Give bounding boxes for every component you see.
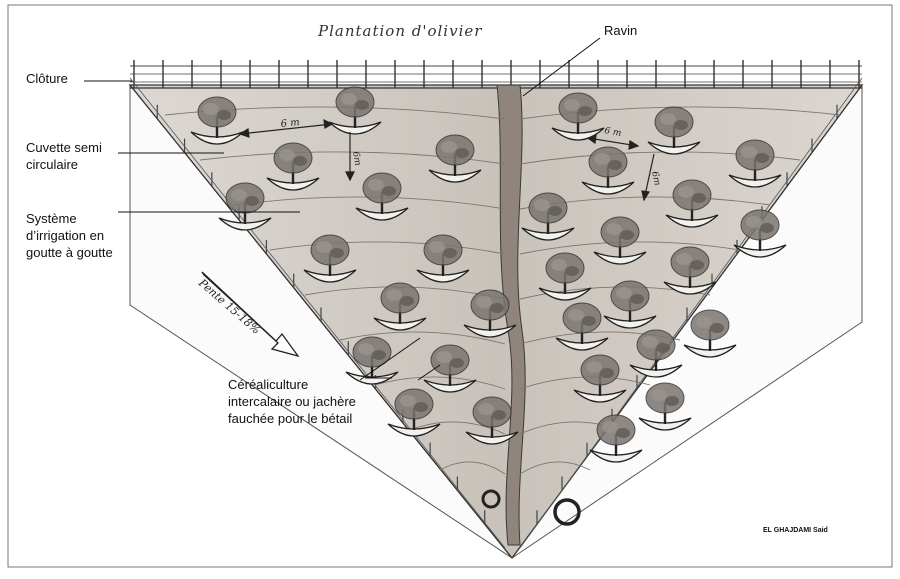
- olive-tree: [665, 179, 719, 228]
- olive-tree: [387, 388, 441, 437]
- olive-tree: [593, 216, 647, 265]
- contour-line: [439, 461, 591, 475]
- label-cereale: Céréaliculture intercalaire ou jachère f…: [228, 377, 356, 426]
- olive-tree: [555, 302, 609, 351]
- olive-tree: [373, 282, 427, 331]
- dim-label-1: 6 m: [280, 117, 300, 130]
- olive-tree: [303, 234, 357, 283]
- slope-arrow: [201, 271, 300, 358]
- olive-tree: [663, 246, 717, 295]
- dim-label-3: 6 m: [603, 126, 622, 139]
- olive-tree: [581, 146, 635, 195]
- olive-tree: [573, 354, 627, 403]
- olive-tree: [728, 139, 782, 188]
- olive-tree: [355, 172, 409, 221]
- olive-tree: [345, 336, 399, 385]
- leader-lines: [84, 37, 601, 381]
- olive-tree: [428, 134, 482, 183]
- olive-tree: [589, 414, 643, 463]
- olive-tree: [328, 86, 382, 135]
- label-irrigation: Système d’irrigation en goutte à goutte: [26, 211, 113, 260]
- olive-tree: [629, 329, 683, 378]
- olive-tree: [603, 280, 657, 329]
- olive-tree: [521, 192, 575, 241]
- olive-tree: [638, 382, 692, 431]
- basin-circle-left: [481, 489, 501, 509]
- dimension-arrows: [238, 118, 655, 202]
- olive-tree: [218, 182, 272, 231]
- dim-label-2: 6m: [350, 151, 362, 167]
- olive-tree: [266, 142, 320, 191]
- basin-circle-right: [553, 498, 581, 526]
- olive-tree: [465, 396, 519, 445]
- olive-tree: [647, 106, 701, 155]
- author-signature: EL GHAJDAMI Said: [763, 527, 828, 534]
- olive-tree: [463, 289, 517, 338]
- olive-tree: [423, 344, 477, 393]
- label-cloture: Clôture: [26, 71, 68, 86]
- diagram-title: Plantation d'olivier: [318, 22, 483, 40]
- olive-tree: [538, 252, 592, 301]
- label-cuvette: Cuvette semi circulaire: [26, 140, 102, 172]
- label-ravin: Ravin: [604, 23, 638, 38]
- page-frame: [7, 4, 893, 568]
- olive-tree: [733, 209, 787, 258]
- olive-tree: [416, 234, 470, 283]
- fence: [129, 60, 863, 549]
- olive-tree: [683, 309, 737, 358]
- olive-tree: [190, 96, 244, 145]
- olive-trees: [190, 86, 787, 463]
- dim-label-4: 6m: [649, 171, 662, 187]
